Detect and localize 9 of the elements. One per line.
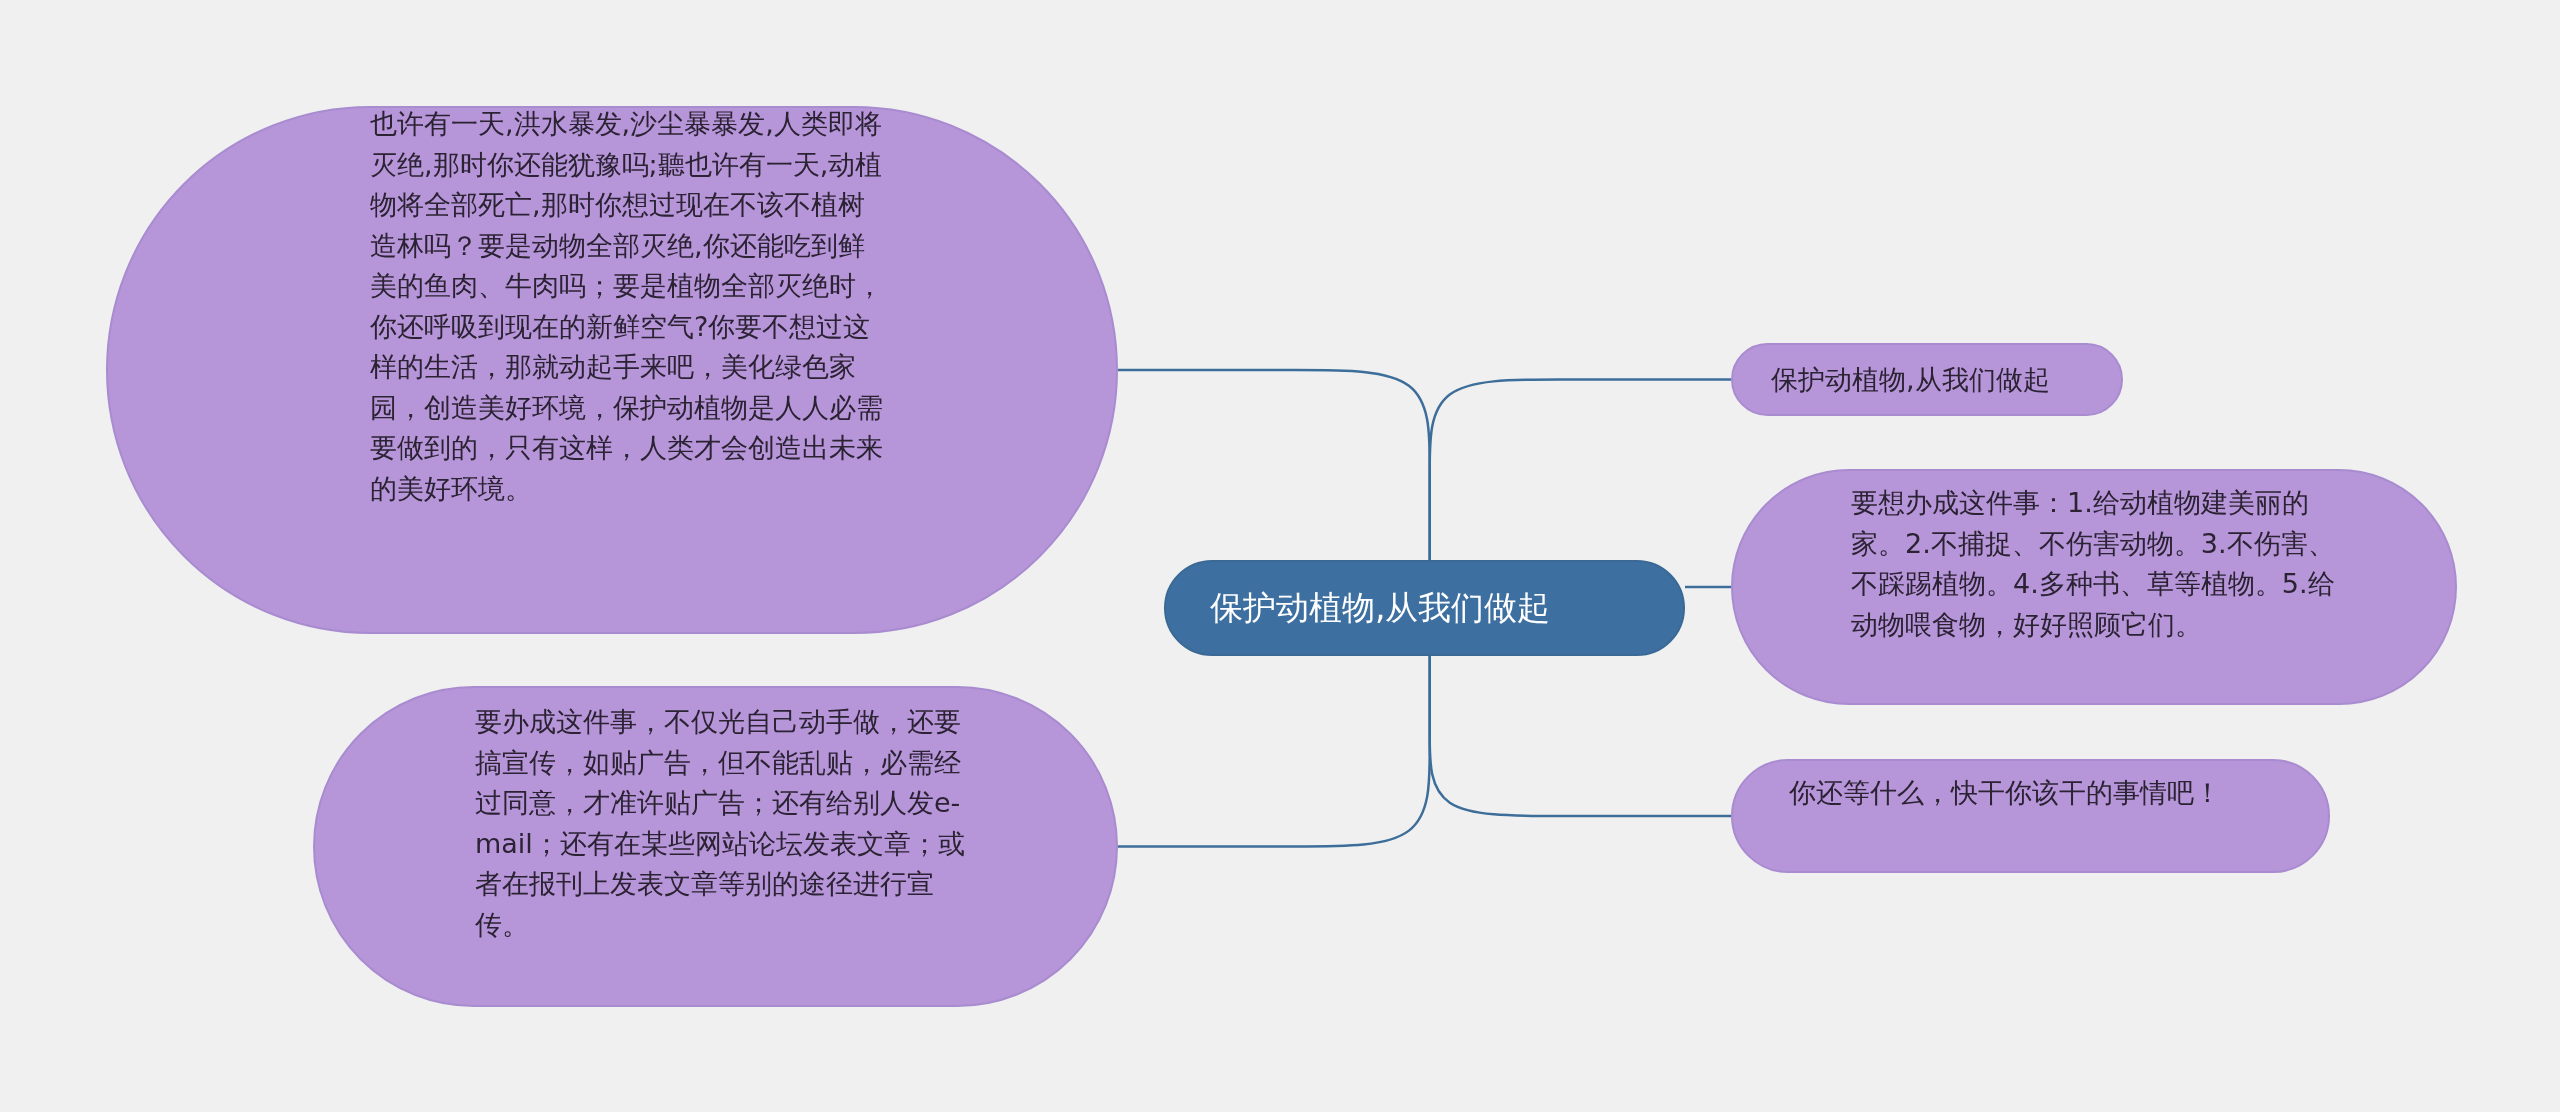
topic-text: 保护动植物,从我们做起 — [1210, 588, 1552, 628]
topic-text: 你还等什么，快干你该干的事情吧！ — [1789, 776, 2222, 810]
topic-text: 也许有一天,洪水暴发,沙尘暴暴发,人类即将灭绝,那时你还能犹豫吗;聽也许有一天,动植物将全部死亡,那时你想过现在不该不植树造林吗？要是动物全部灭绝,你还能吃到鲜美的鱼肉、牛肉吗；要是植物全部灭绝时，你还呼吸到现在的新鲜空气?你要不想过这样的生活，那就动起手来吧，美化绿色家园，创造美好环境，保护动植物是人人必需要做到的，只有这样，人类才会创造出未来的美好环境。 — [370, 107, 884, 506]
connector-line — [1428, 378, 1731, 560]
connector-line — [1428, 656, 1731, 818]
topic-text: 保护动植物,从我们做起 — [1771, 363, 2051, 397]
topic-text: 要想办成这件事：1.给动植物建美丽的家。2.不捕捉、不伤害动物。3.不伤害、不踩踢植物。4.多种书、草等植物。5.给动物喂食物，好好照顾它们。 — [1851, 486, 2336, 642]
connector-line — [1685, 585, 1731, 589]
topic-text: 要办成这件事，不仅光自己动手做，还要搞宣传，如贴广告，但不能乱贴，必需经过同意，才准许贴广告；还有给别人发e-mail；还有在某些网站论坛发表文章；或者在报刊上发表文章等别的途径进行宣传。 — [475, 705, 965, 942]
